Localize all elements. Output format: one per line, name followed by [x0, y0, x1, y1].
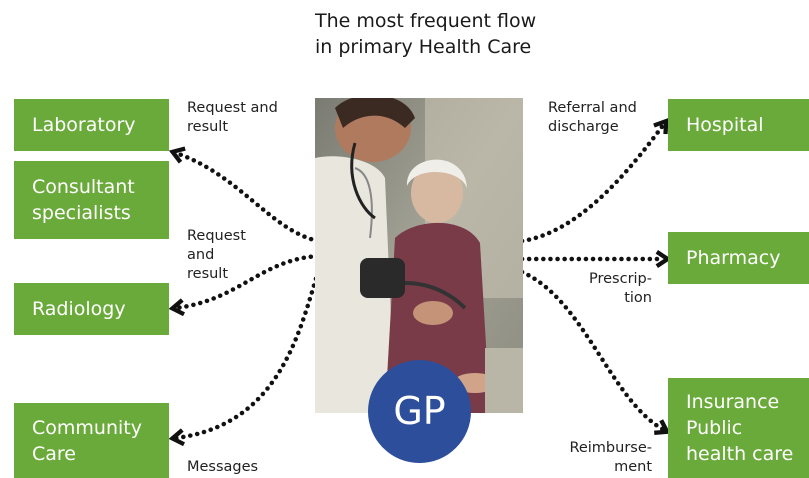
prescription-label: Prescrip- tion — [588, 271, 652, 306]
consultant-specialists-label: Consultant specialists — [32, 176, 135, 224]
reimbursement-label: Reimburse- ment — [569, 440, 652, 475]
referral-discharge-label: Referral and discharge — [548, 100, 637, 135]
insurance-box: Insurance Public health care — [668, 378, 809, 478]
hospital-label: Hospital — [686, 114, 764, 136]
radiology-label: Radiology — [32, 298, 126, 320]
insurance-label: Insurance Public health care — [686, 391, 794, 465]
gp-circle: GP — [368, 360, 471, 463]
flow-laboratory — [168, 146, 321, 244]
flow-community — [168, 269, 321, 447]
hospital-box: Hospital — [668, 99, 809, 151]
request-result-label-1: Request and result — [187, 100, 278, 135]
radiology-box: Radiology — [14, 283, 169, 335]
laboratory-box: Laboratory — [14, 99, 169, 151]
consultant-specialists-box: Consultant specialists — [14, 161, 169, 239]
pharmacy-box: Pharmacy — [668, 232, 809, 284]
community-care-box: Community Care — [14, 403, 169, 478]
flow-hospital — [519, 117, 669, 244]
diagram-title: The most frequent flow in primary Health… — [315, 10, 537, 58]
messages-label: Messages — [187, 459, 259, 475]
community-care-label: Community Care — [32, 416, 142, 465]
laboratory-label: Laboratory — [32, 114, 136, 136]
request-result-label-2: Request and result — [187, 228, 246, 282]
flow-insurance — [519, 269, 671, 435]
pharmacy-label: Pharmacy — [686, 247, 781, 269]
